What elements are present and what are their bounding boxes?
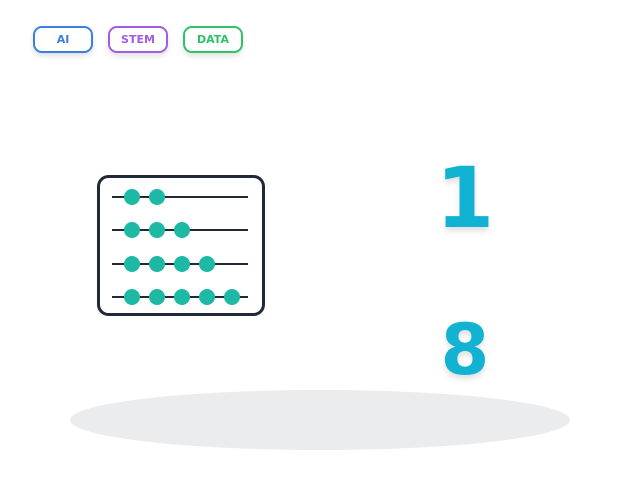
abacus-bead — [124, 289, 140, 305]
abacus-bead — [149, 222, 165, 238]
abacus-bead — [149, 256, 165, 272]
tag-data[interactable]: DATA — [183, 26, 243, 53]
abacus-bead — [149, 289, 165, 305]
floor-shadow — [70, 390, 570, 450]
abacus-frame — [97, 175, 265, 316]
number-eight: 8 — [440, 309, 490, 391]
abacus-bead — [199, 289, 215, 305]
tag-stem[interactable]: STEM — [108, 26, 168, 53]
abacus-bead — [199, 256, 215, 272]
tag-ai[interactable]: AI — [33, 26, 93, 53]
abacus-icon — [97, 175, 265, 316]
abacus-bead — [124, 189, 140, 205]
abacus-bead — [174, 289, 190, 305]
abacus-bead — [174, 222, 190, 238]
abacus-bead — [124, 256, 140, 272]
number-one: 1 — [435, 149, 495, 247]
abacus-bead — [124, 222, 140, 238]
abacus-bead — [224, 289, 240, 305]
abacus-rows — [112, 189, 248, 305]
abacus-bead — [149, 189, 165, 205]
topic-tags: AI STEM DATA — [33, 26, 243, 53]
abacus-bead — [174, 256, 190, 272]
